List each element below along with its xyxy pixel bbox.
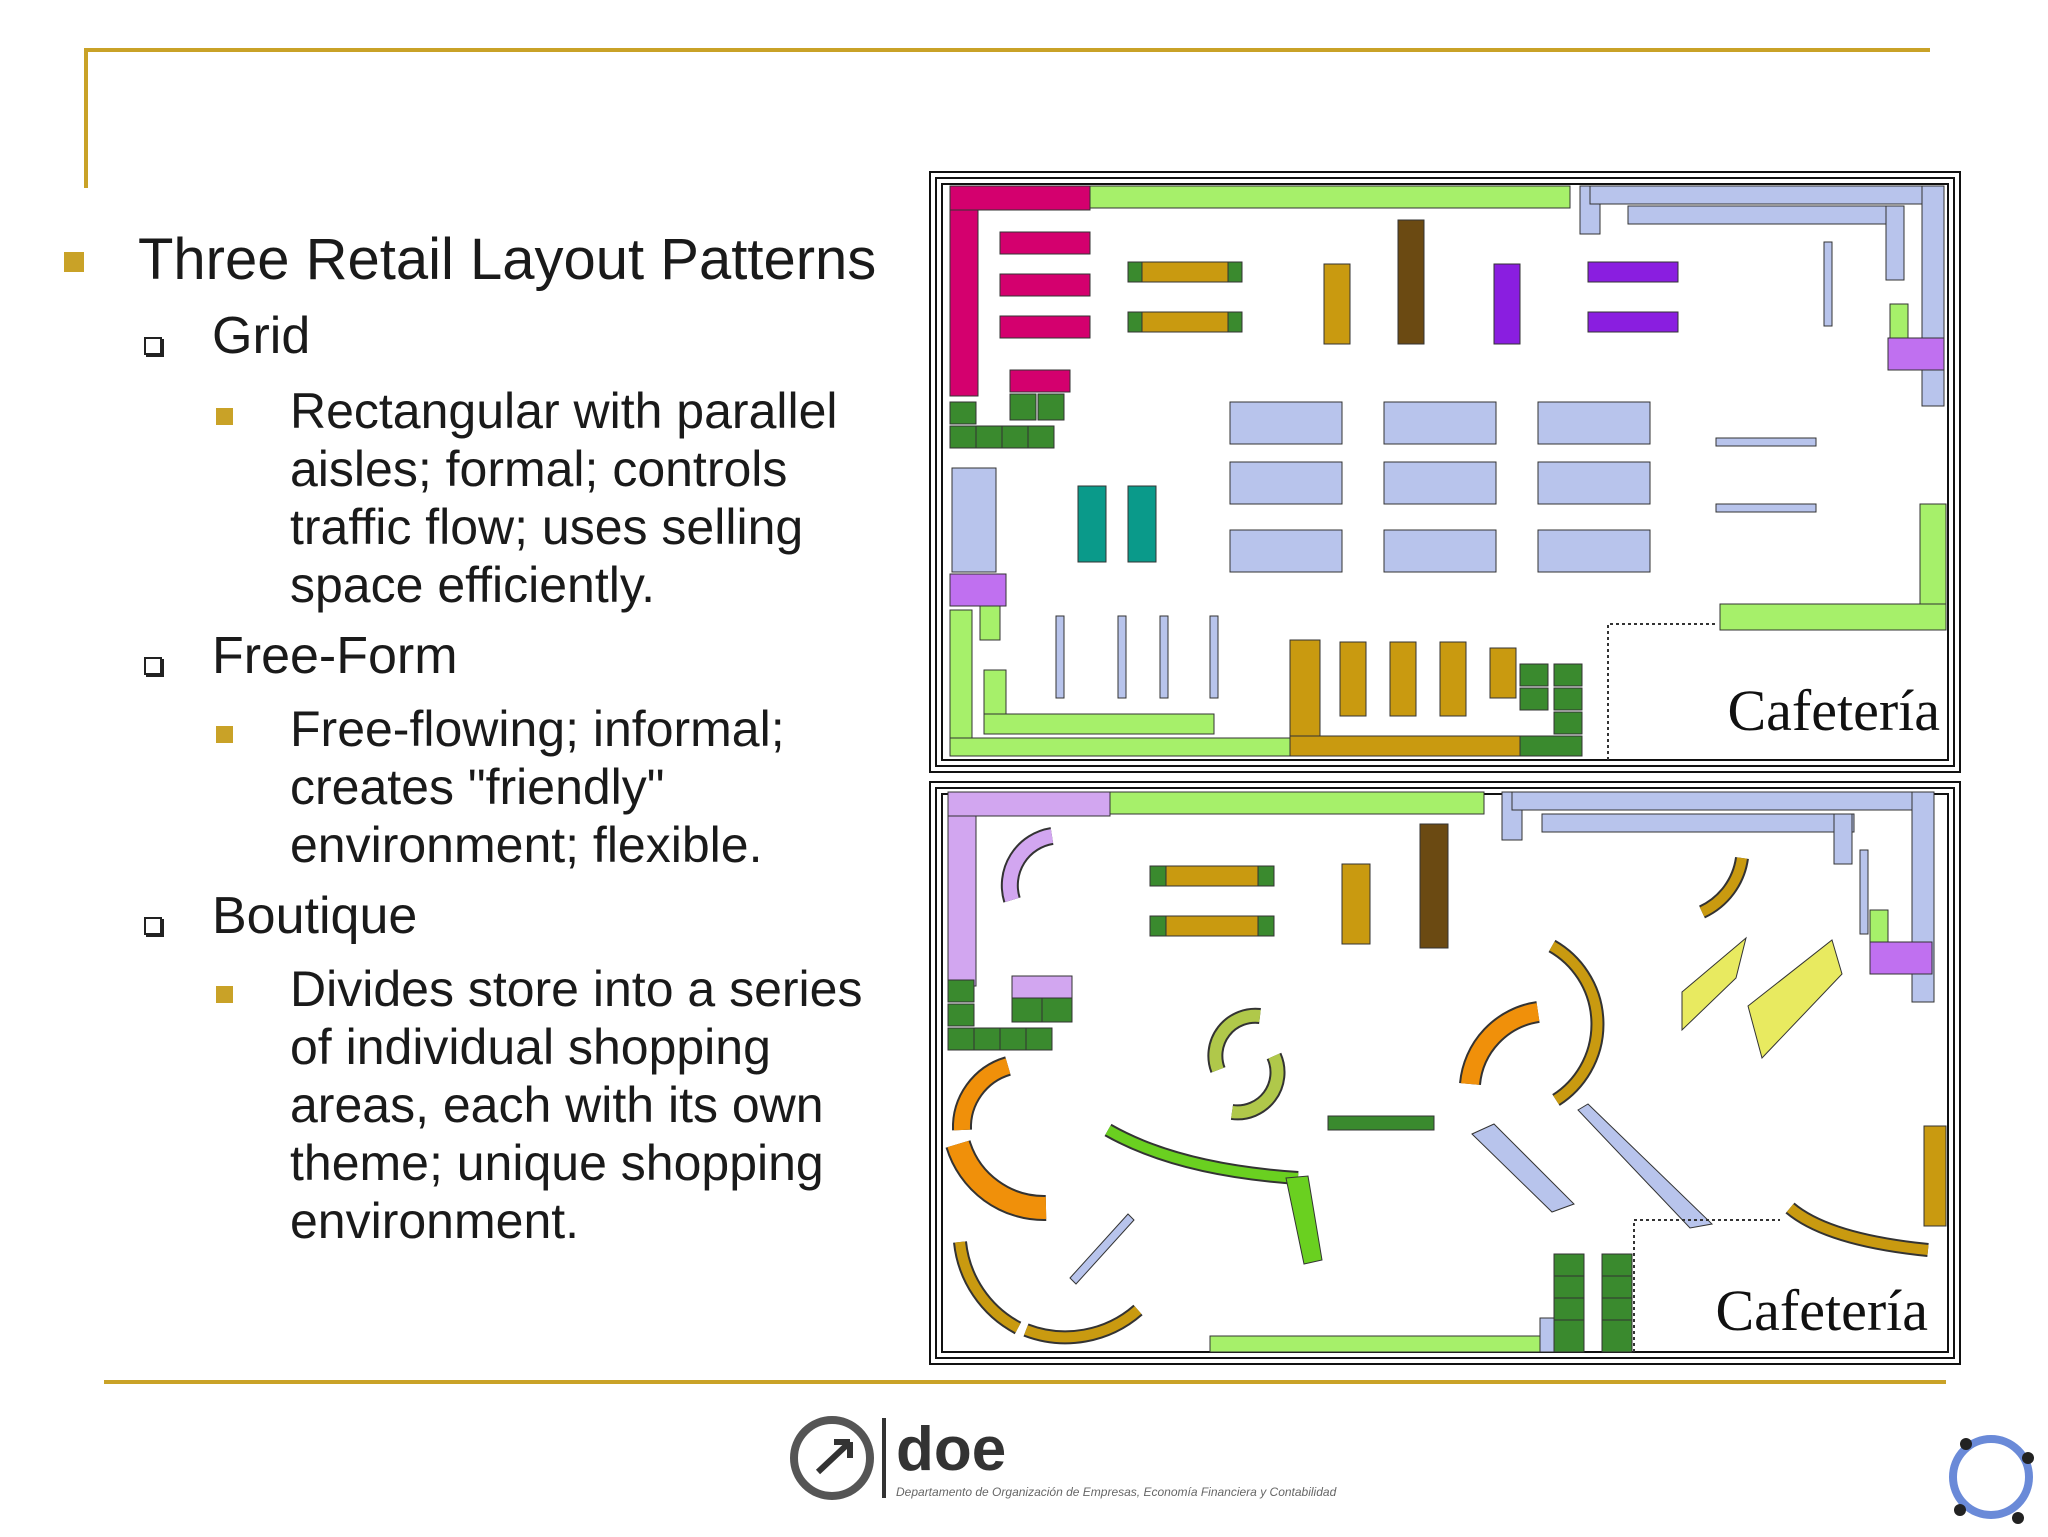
grid-cafeteria-label: Cafetería (1727, 678, 1940, 743)
sub-bullet-icon (144, 657, 162, 675)
item-title-boutique: Boutique (212, 887, 418, 945)
logo-text: doe (896, 1415, 1006, 1484)
logo-arrow-icon (815, 1439, 853, 1475)
freeform-cafeteria-label: Cafetería (1715, 1278, 1928, 1343)
item-title-grid: Grid (212, 307, 311, 365)
freeform-layout-floorplan: Cafetería (928, 780, 1962, 1366)
department-logo: doe Departamento de Organización de Empr… (790, 1408, 1490, 1508)
bottom-rule (104, 1380, 1946, 1384)
item-title-freeform: Free-Form (212, 627, 458, 685)
corner-ring-icon (1936, 1422, 2046, 1532)
bullet-square-icon (216, 726, 233, 743)
bullet-square-icon (64, 252, 84, 272)
bullet-square-icon (216, 408, 233, 425)
slide-heading: Three Retail Layout Patterns (138, 227, 877, 292)
grid-layout-floorplan: Cafetería (928, 170, 1962, 774)
logo-subtitle: Departamento de Organización de Empresas… (896, 1485, 1337, 1499)
bullet-square-icon (216, 986, 233, 1003)
item-description-grid: Rectangular with parallel aisles; formal… (290, 383, 838, 613)
logo-circle-icon (790, 1416, 874, 1500)
left-rule (84, 48, 88, 188)
item-description-boutique: Divides store into a series of individua… (290, 961, 863, 1249)
sub-bullet-icon (144, 337, 162, 355)
top-rule (84, 48, 1930, 52)
item-description-freeform: Free-flowing; informal; creates "friendl… (290, 701, 785, 873)
sub-bullet-icon (144, 917, 162, 935)
